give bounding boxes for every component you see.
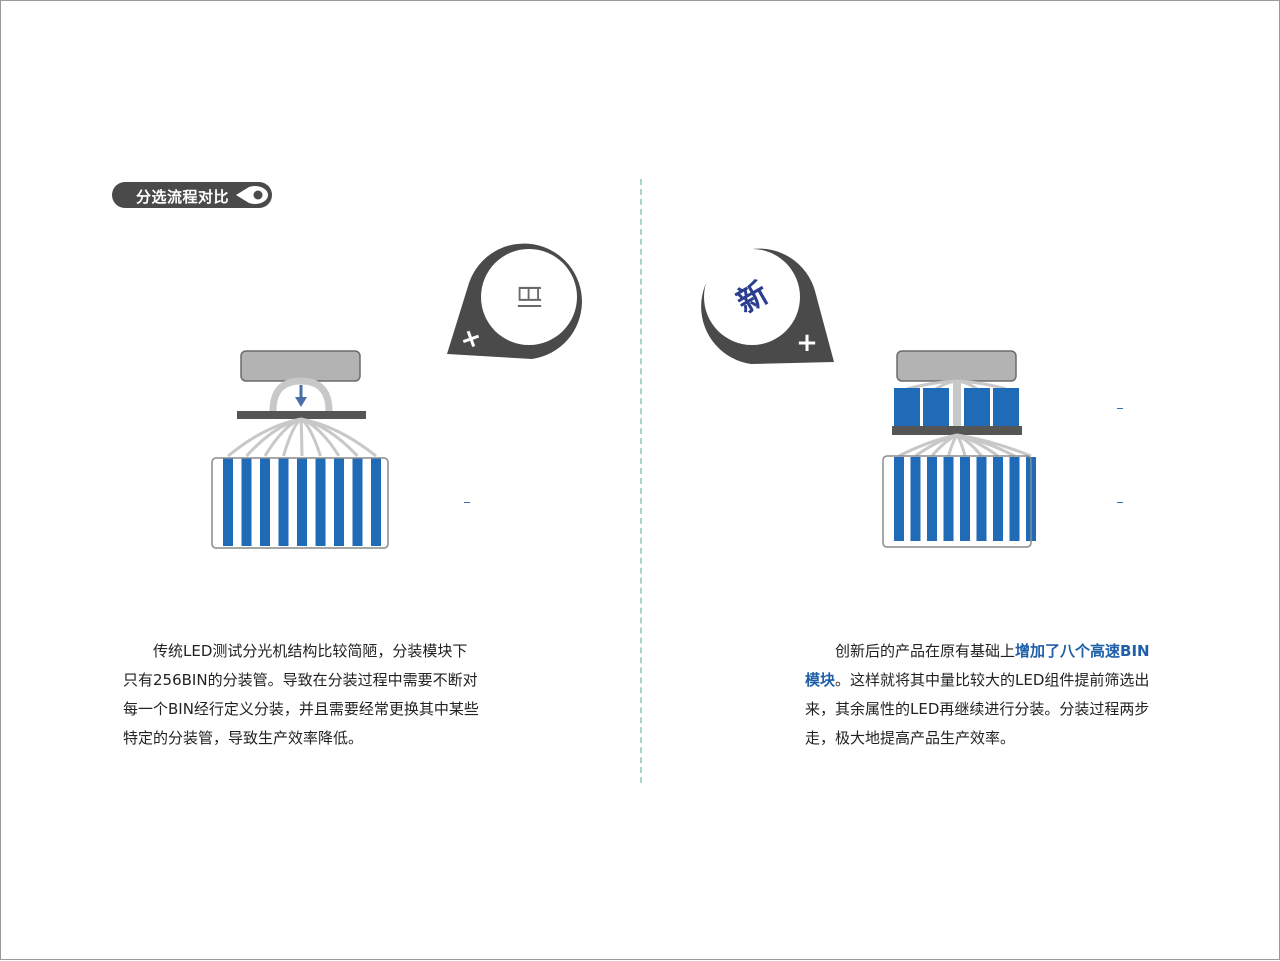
new-badge: 新 + <box>701 248 834 364</box>
bin-tube <box>223 458 233 546</box>
marker-dash <box>1117 502 1123 503</box>
new-description-pre: 创新后的产品在原有基础上 <box>835 642 1016 660</box>
center-divider <box>640 179 642 783</box>
bin-module <box>923 388 949 426</box>
bin-tube <box>927 457 937 541</box>
connector-line <box>956 379 1007 391</box>
bin-tube <box>315 458 326 546</box>
bin-tube <box>993 457 1003 541</box>
old-badge-label: 旧 <box>516 284 546 310</box>
bin-tube <box>278 458 289 546</box>
bin-tube <box>371 458 381 546</box>
bin-module <box>894 388 920 426</box>
bin-tube <box>297 458 307 546</box>
new-description-post: 。这样就将其中量比较大的LED组件提前筛选出来，其余属性的LED再继续进行分装。… <box>805 671 1150 747</box>
bin-tube <box>1009 457 1020 541</box>
connector-line <box>282 417 303 457</box>
connector-line <box>956 433 1032 458</box>
connector-line <box>953 381 961 427</box>
connector-line <box>300 417 377 458</box>
section-title: 分选流程对比 <box>136 188 230 206</box>
marker-dash <box>464 502 470 503</box>
old-description: 传统LED测试分光机结构比较简陋，分装模块下只有256BIN的分装管。导致在分装… <box>123 642 479 747</box>
section-title-pill: 分选流程对比 <box>112 182 272 208</box>
connector-line <box>299 418 304 457</box>
bin-tube <box>352 458 363 546</box>
bin-tube <box>241 458 252 546</box>
location-pin-icon <box>236 186 268 204</box>
bin-tube <box>960 457 970 541</box>
bin-tube <box>334 458 344 546</box>
new-machine <box>882 350 1036 548</box>
bin-module <box>993 388 1019 426</box>
bin-module <box>964 388 990 426</box>
bin-tube <box>943 457 954 541</box>
bin-tube <box>976 457 987 541</box>
bin-tube <box>260 458 270 546</box>
old-machine <box>211 350 389 549</box>
new-description: 创新后的产品在原有基础上增加了八个高速BIN模块。这样就将其中量比较大的LED组… <box>805 637 1161 753</box>
new-description-highlight: 增加了八个高速BIN模块 <box>805 642 1150 689</box>
bin-tube <box>910 457 921 541</box>
bin-tube <box>894 457 904 541</box>
old-badge: 旧 + <box>447 243 582 359</box>
new-badge-plus: + <box>796 328 818 358</box>
marker-dash <box>1117 408 1123 409</box>
